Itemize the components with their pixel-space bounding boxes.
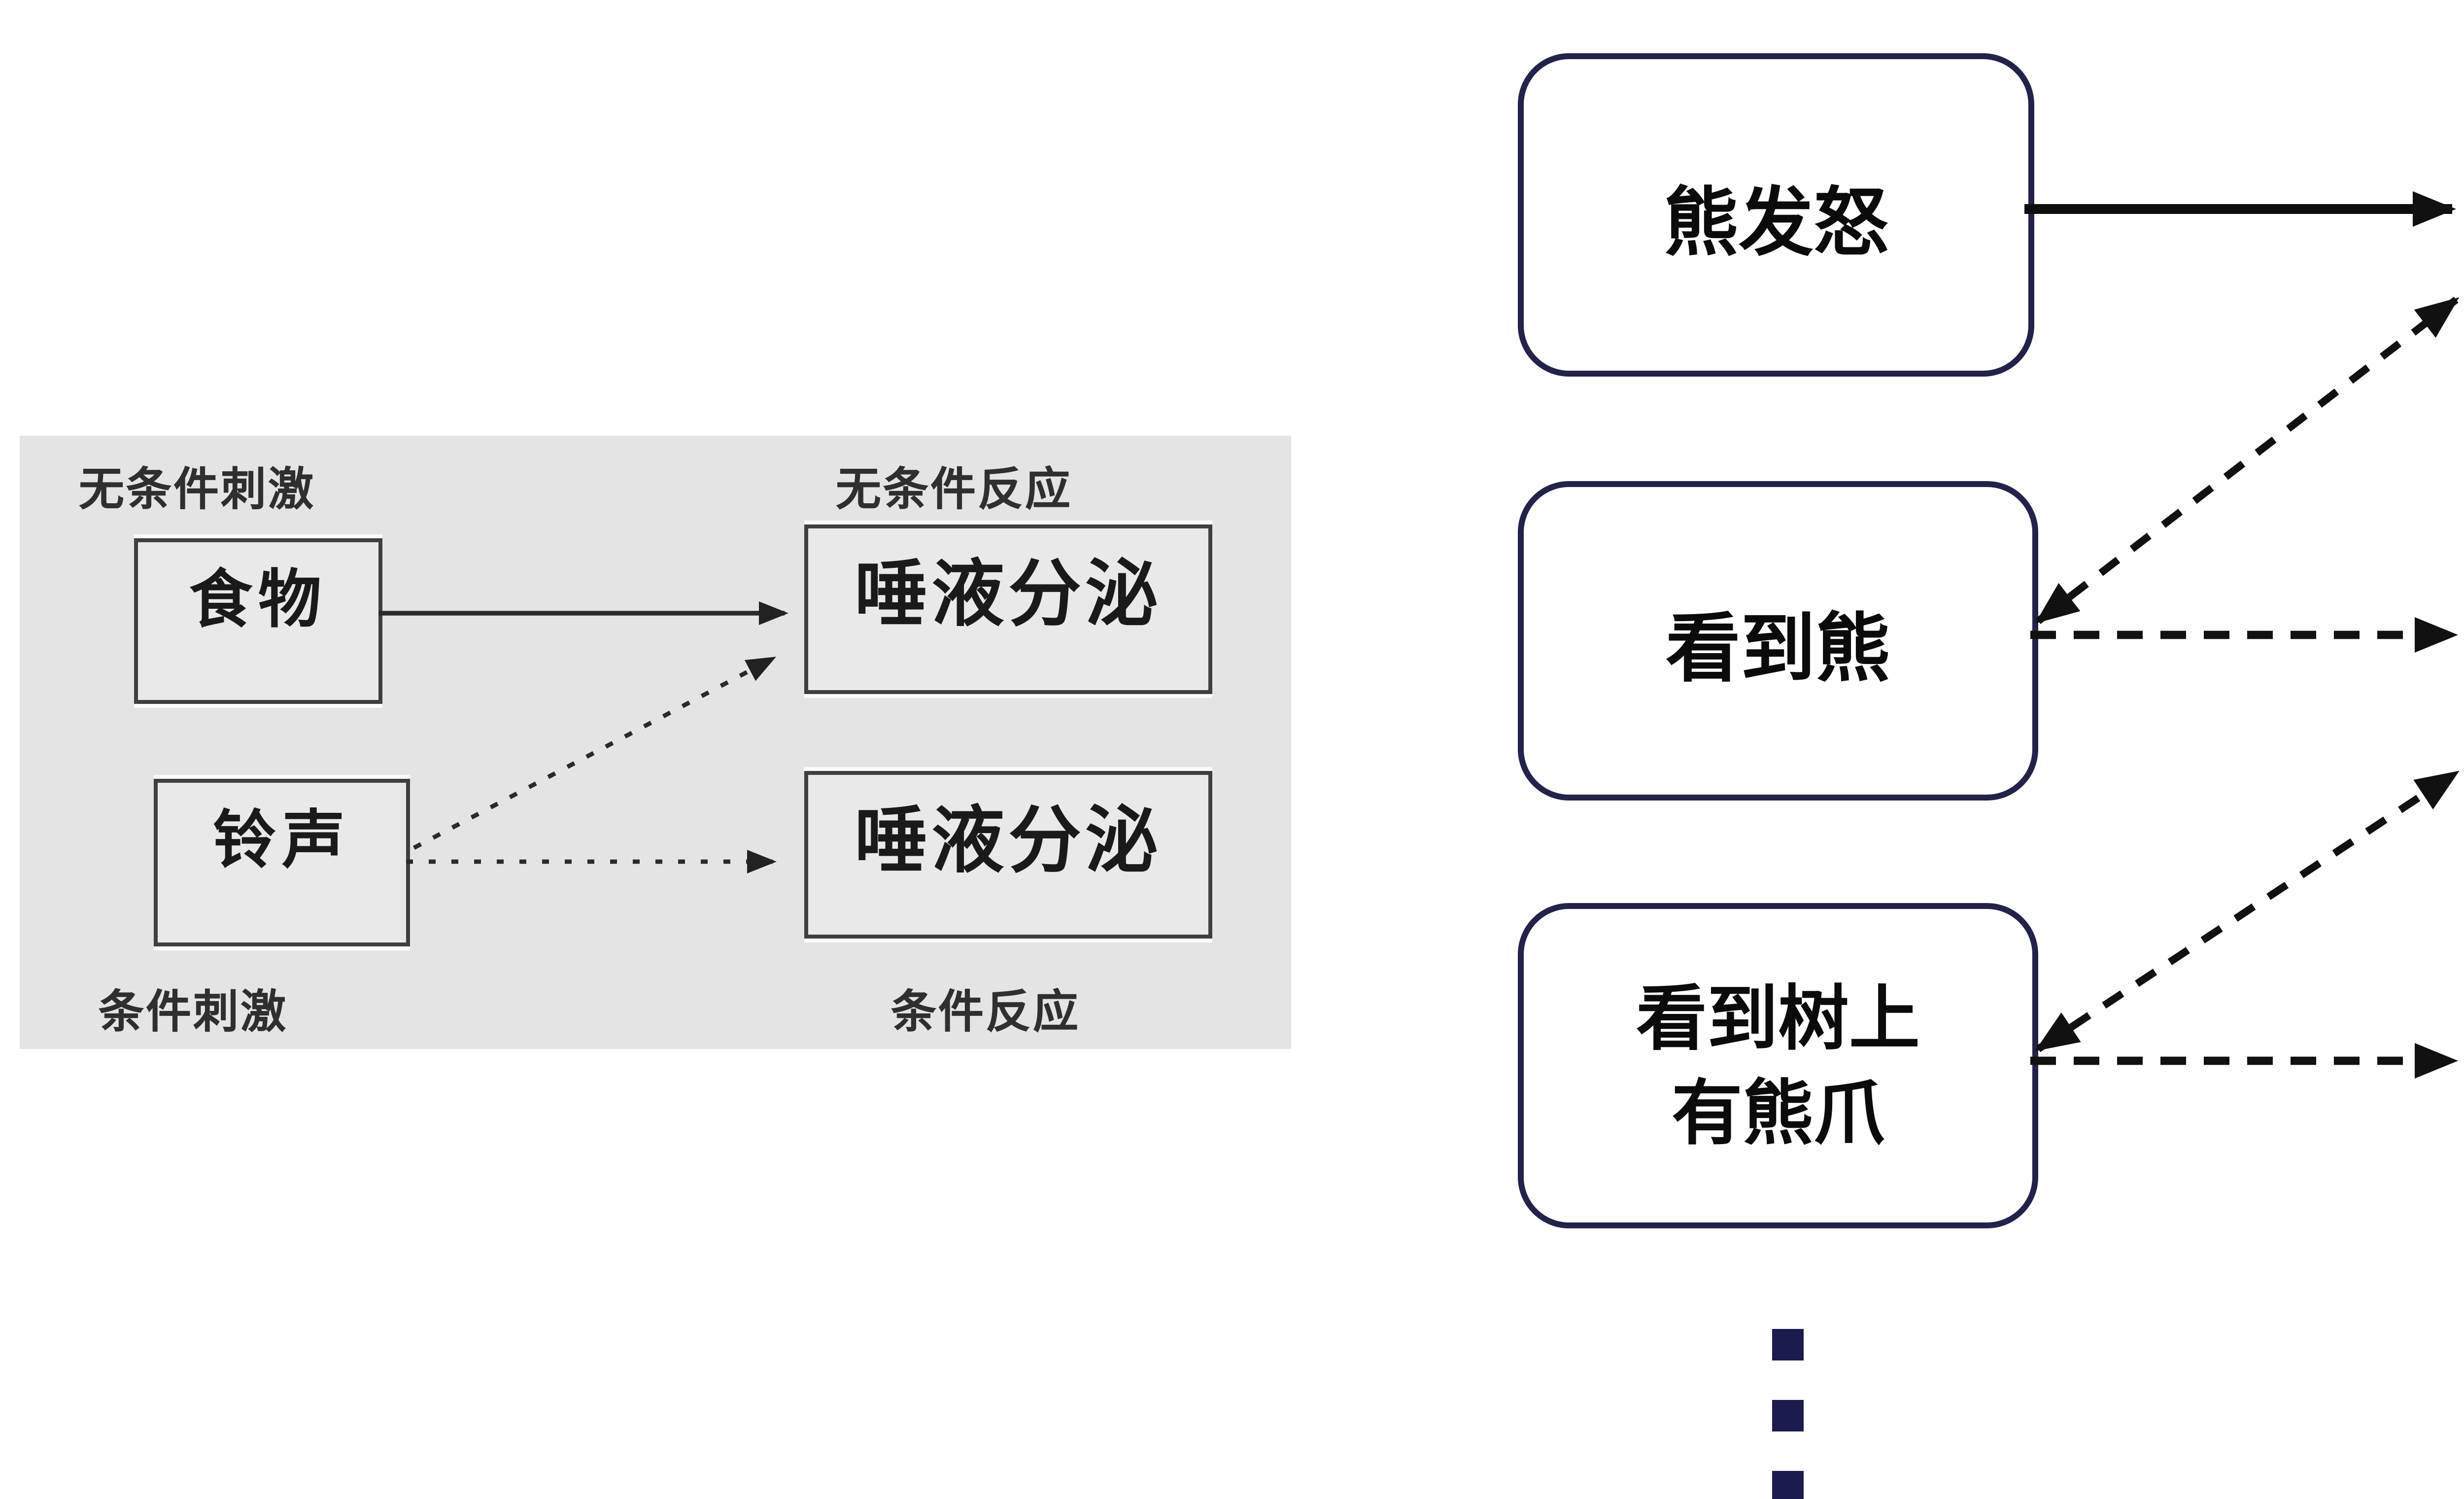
food-box: 食物 [134,538,382,704]
arrow-v-s-prime-see-claw-diagonal-dashed [2035,769,2460,1052]
label-unconditioned-response: 无条件反应 [836,463,1072,515]
bear-angry-label: 熊发怒 [1663,182,1888,265]
salivation-bottom-box: 唾液分泌 [804,771,1212,939]
see-claw-box: 看到树上 有熊爪 [1518,903,2038,1228]
bear-angry-box: 熊发怒 [1518,53,2034,377]
salivation-top-box: 唾液分泌 [804,524,1212,694]
left-ellipsis-dot-3 [1772,1471,1804,1499]
left-ellipsis-dot-2 [1772,1400,1804,1431]
label-conditioned-response: 条件反应 [891,986,1080,1037]
arrow-reward-see-bear-diagonal-dashed [2035,296,2460,625]
left-ellipsis-dot-1 [1772,1329,1804,1360]
bell-box: 铃声 [154,779,410,946]
label-unconditioned-stimulus: 无条件刺激 [79,463,315,515]
arrow-bell-to-salivation-top-dashed [412,657,777,850]
see-claw-label-line1: 看到树上 [1636,977,1920,1059]
label-conditioned-stimulus: 条件刺激 [99,986,288,1037]
see-bear-label: 看到熊 [1665,608,1890,691]
conditioning-panel: 无条件刺激 无条件反应 食物 唾液分泌 铃声 唾液分泌 条件刺激 条件反应 [20,436,1291,1049]
see-bear-box: 看到熊 [1518,481,2038,801]
see-claw-label-line2: 有熊爪 [1671,1072,1884,1152]
